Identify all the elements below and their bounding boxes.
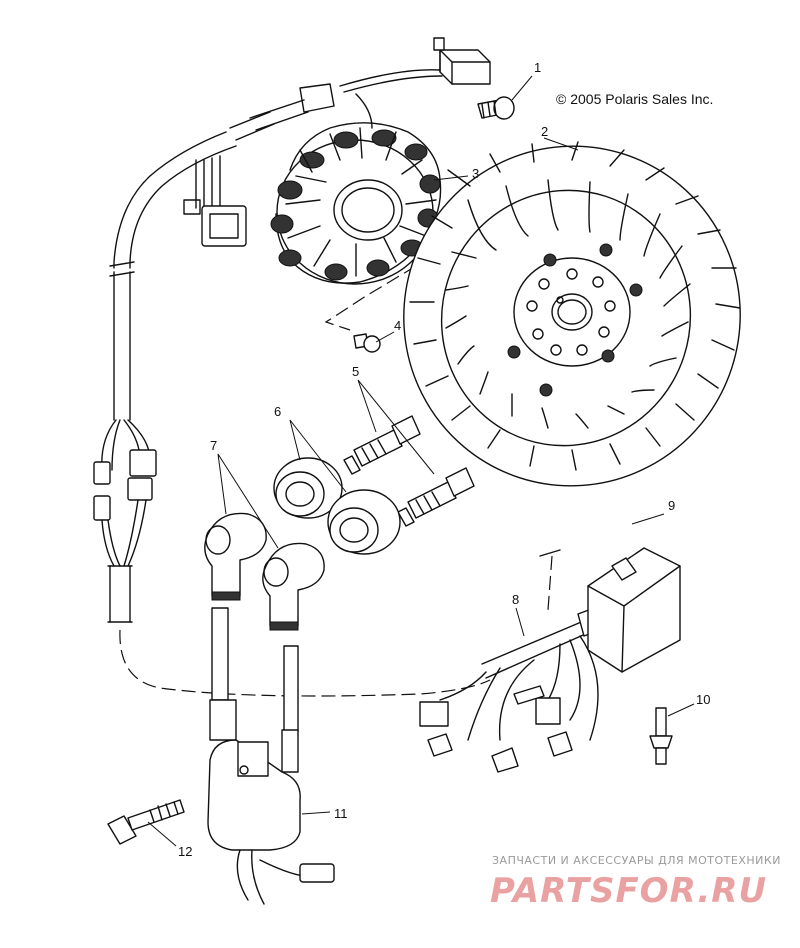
- callout-1: 1: [534, 60, 541, 75]
- callout-11: 11: [334, 806, 348, 821]
- bolt-part-12: [107, 799, 185, 845]
- copyright-text: © 2005 Polaris Sales Inc.: [556, 91, 713, 107]
- ignition-coil-part-11: [207, 607, 335, 905]
- plug-caps-part-7: [204, 512, 325, 631]
- callout-9: 9: [668, 498, 675, 513]
- screw-part-4: [324, 265, 417, 353]
- leader-lines: [147, 75, 695, 847]
- callout-12: 12: [178, 844, 192, 859]
- terminal-part-10: [649, 707, 673, 765]
- screw-part-1: [477, 96, 515, 120]
- watermark: ЗАПЧАСТИ И АКСЕССУАРЫ ДЛЯ МОТОТЕХНИКИ PA…: [490, 854, 781, 911]
- wiring-harness: [93, 37, 491, 697]
- callout-8: 8: [512, 592, 519, 607]
- callout-4: 4: [394, 318, 401, 333]
- callout-2: 2: [541, 124, 548, 139]
- callout-labels: 1 2 3 4 5 6 7 8 9 10 11 12: [178, 60, 710, 859]
- flywheel-part-2: [403, 141, 741, 487]
- callout-5: 5: [352, 364, 359, 379]
- cdi-box-part-9: [539, 547, 681, 673]
- spark-plugs-part-5: [343, 415, 475, 527]
- watermark-logo: PARTSFOR.RU: [490, 871, 767, 911]
- callout-6: 6: [274, 404, 281, 419]
- seals-part-6: [273, 457, 401, 555]
- watermark-tagline: ЗАПЧАСТИ И АКСЕССУАРЫ ДЛЯ МОТОТЕХНИКИ: [492, 854, 781, 867]
- callout-3: 3: [472, 166, 479, 181]
- cdi-harness-part-8: [419, 607, 601, 773]
- callout-7: 7: [210, 438, 217, 453]
- callout-10: 10: [696, 692, 710, 707]
